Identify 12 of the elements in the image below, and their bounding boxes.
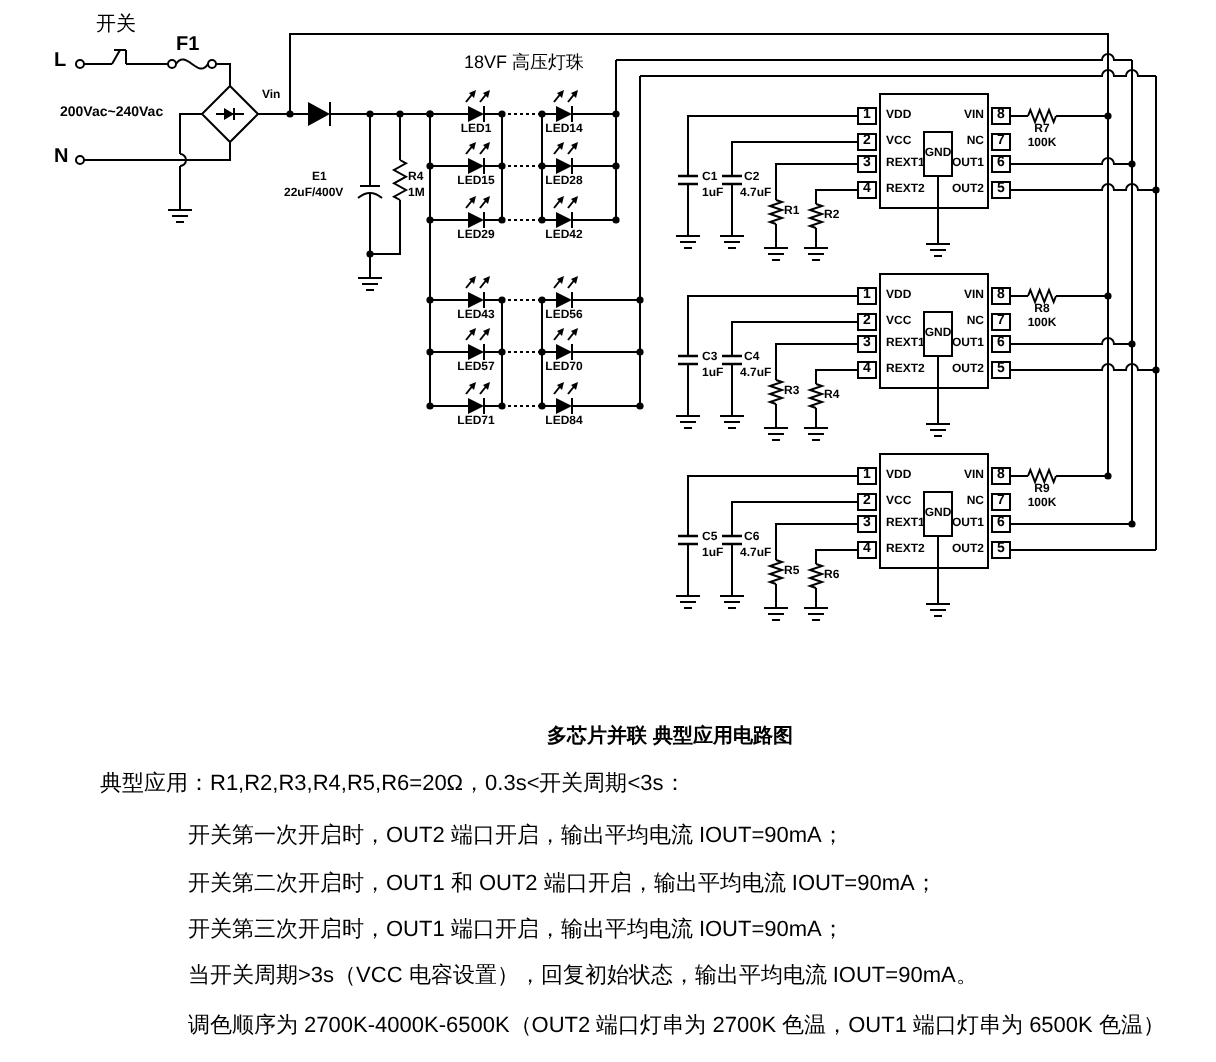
note-text: 典型应用：R1,R2,R3,R4,R5,R6=20Ω，0.3s<开关周期<3s： <box>100 774 686 796</box>
terminal-label: N <box>54 148 69 168</box>
caption: 多芯片并联 典型应用电路图 <box>547 728 793 748</box>
note-text: 当开关周期>3s（VCC 电容设置），回复初始状态，输出平均电流 IOUT=90mA。 <box>188 966 978 988</box>
group-title: 18VF 高压灯珠 <box>464 54 585 72</box>
component-label: 开关 <box>96 16 136 36</box>
note-text: 调色顺序为 2700K-4000K-6500K（OUT2 端口灯串为 2700K 色温，OUT1 端口灯串为 6500K 色温） <box>188 1016 1165 1038</box>
note-text: 开关第一次开启时，OUT2 端口开启，输出平均电流 IOUT=90mA； <box>188 826 844 848</box>
note-text: 开关第二次开启时，OUT1 和 OUT2 端口开启，输出平均电流 IOUT=90mA； <box>188 874 937 896</box>
terminal-label: L <box>54 52 67 72</box>
component-label: F1 <box>176 36 200 56</box>
note-text: 开关第三次开启时，OUT1 端口开启，输出平均电流 IOUT=90mA； <box>188 920 844 942</box>
